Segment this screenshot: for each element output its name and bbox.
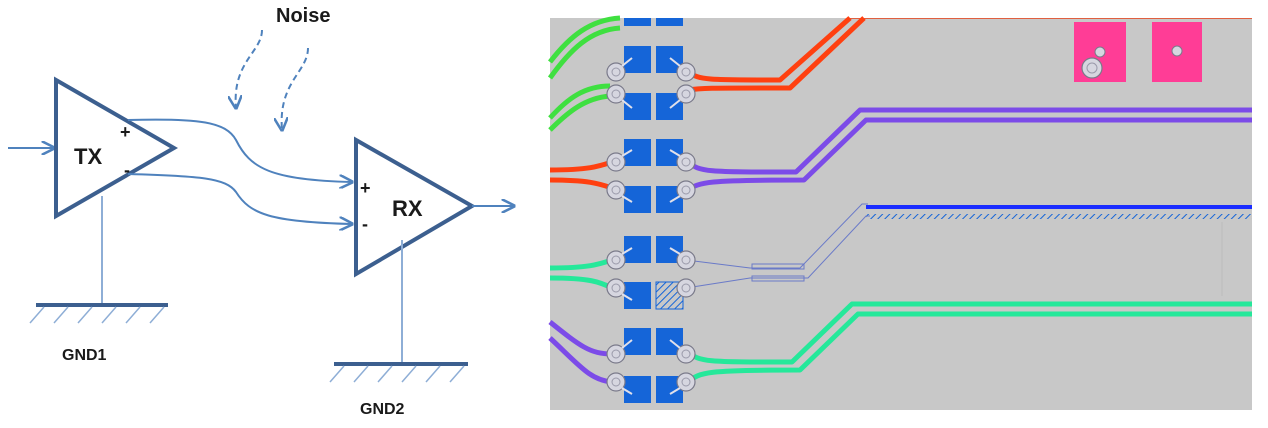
rx-plus-label: + — [360, 178, 371, 198]
gnd2-label: GND2 — [360, 401, 405, 418]
tx-amplifier — [54, 76, 179, 220]
tx-label: TX — [74, 144, 102, 169]
gnd1-hatch — [29, 306, 165, 324]
via-array — [606, 62, 696, 392]
tx-plus-label: + — [120, 122, 131, 142]
rx-minus-label: - — [362, 214, 368, 234]
trace-green-top-1 — [548, 15, 621, 64]
trace-blue-hatched — [866, 214, 1252, 219]
via-stubs — [621, 57, 681, 395]
positive-signal-wire — [127, 118, 352, 182]
noise-label: Noise — [276, 5, 330, 27]
negative-signal-wire — [127, 173, 352, 224]
trace-green-top-4 — [548, 93, 611, 132]
trace-green-top-2 — [547, 25, 621, 80]
trace-purple-left-2 — [548, 336, 613, 385]
pink-pads — [1074, 22, 1202, 82]
via-holes — [611, 67, 691, 387]
noise-arrow-2 — [282, 47, 309, 130]
rx-amplifier — [354, 136, 476, 278]
rx-label: RX — [392, 196, 423, 221]
pad-array — [624, 18, 684, 403]
tx-minus-label: - — [124, 160, 130, 180]
differential-schematic: Noise TX + - GND1 RX + - — [8, 5, 514, 418]
trace-green-top-3 — [548, 83, 611, 120]
gnd2-hatch — [329, 365, 465, 383]
gnd1-label: GND1 — [62, 347, 107, 364]
pcb-layout — [547, 15, 1252, 410]
noise-arrow-1 — [236, 29, 263, 108]
outline-traces — [685, 203, 870, 289]
trace-purple-left-1 — [548, 320, 613, 357]
